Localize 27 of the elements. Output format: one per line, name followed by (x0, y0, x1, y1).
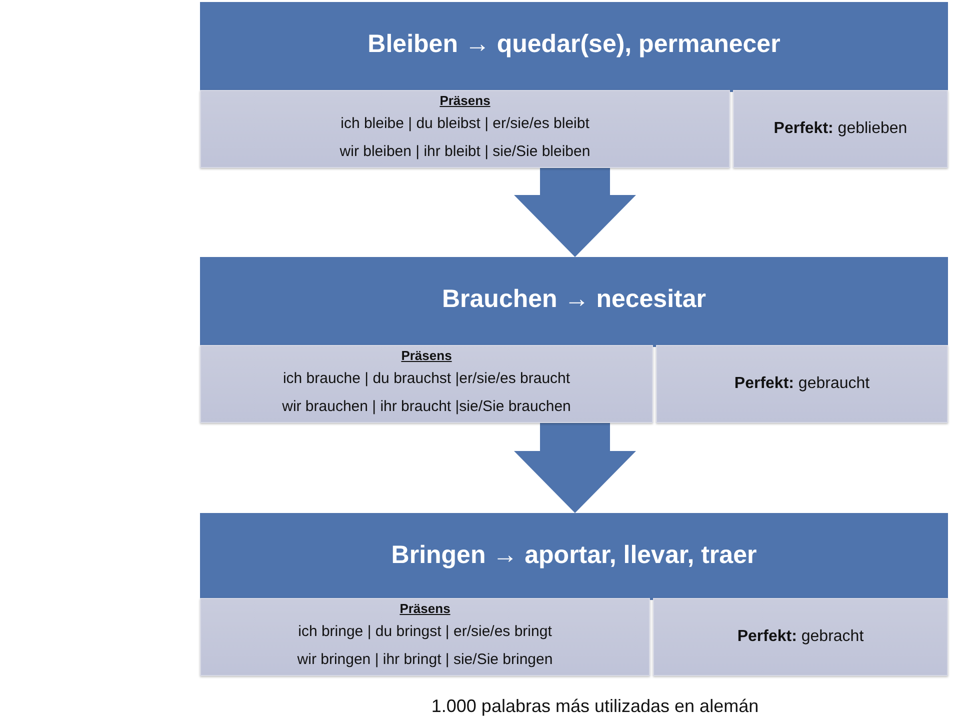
perfect-text: Perfekt: gebraucht (734, 375, 870, 393)
conjugation-box (200, 598, 650, 676)
perfect-box (656, 345, 948, 423)
perfect-text: Perfekt: gebracht (737, 628, 864, 646)
verb-heading: Bringen → aportar, llevar, traer (391, 541, 757, 570)
heading-band (200, 257, 948, 347)
perfect-text: Perfekt: geblieben (774, 120, 908, 138)
tense-heading: Präsens (440, 92, 490, 110)
block-arrow (514, 168, 636, 257)
heading-band (200, 513, 948, 600)
verb-heading: Brauchen → necesitar (442, 285, 706, 314)
block-arrow (514, 423, 636, 513)
verb-heading: Bleiben → quedar(se), permanecer (368, 30, 780, 59)
conjugation-text: ich brauche | du brauchst |er/sie/es braucht (282, 369, 570, 389)
perfect-box (733, 90, 948, 168)
conjugation-text: ich bringe | du bringst | er/sie/es bringt (298, 622, 552, 642)
tense-heading: Präsens (401, 347, 452, 365)
heading-band (200, 2, 948, 92)
tense-heading: Präsens (400, 600, 450, 618)
conjugation-text: wir bleiben | ihr bleibt | sie/Sie bleiben (340, 142, 590, 162)
caption: 1.000 palabras más utilizadas en alemán (430, 696, 760, 717)
conjugation-box (200, 90, 730, 168)
conjugation-box (200, 345, 653, 423)
perfect-box (653, 598, 948, 676)
conjugation-text: ich bleibe | du bleibst | er/sie/es bleibt (340, 114, 590, 134)
conjugation-text: wir bringen | ihr bringt | sie/Sie bringen (297, 650, 553, 670)
conjugation-text: wir brauchen | ihr braucht |sie/Sie brauchen (282, 397, 571, 417)
